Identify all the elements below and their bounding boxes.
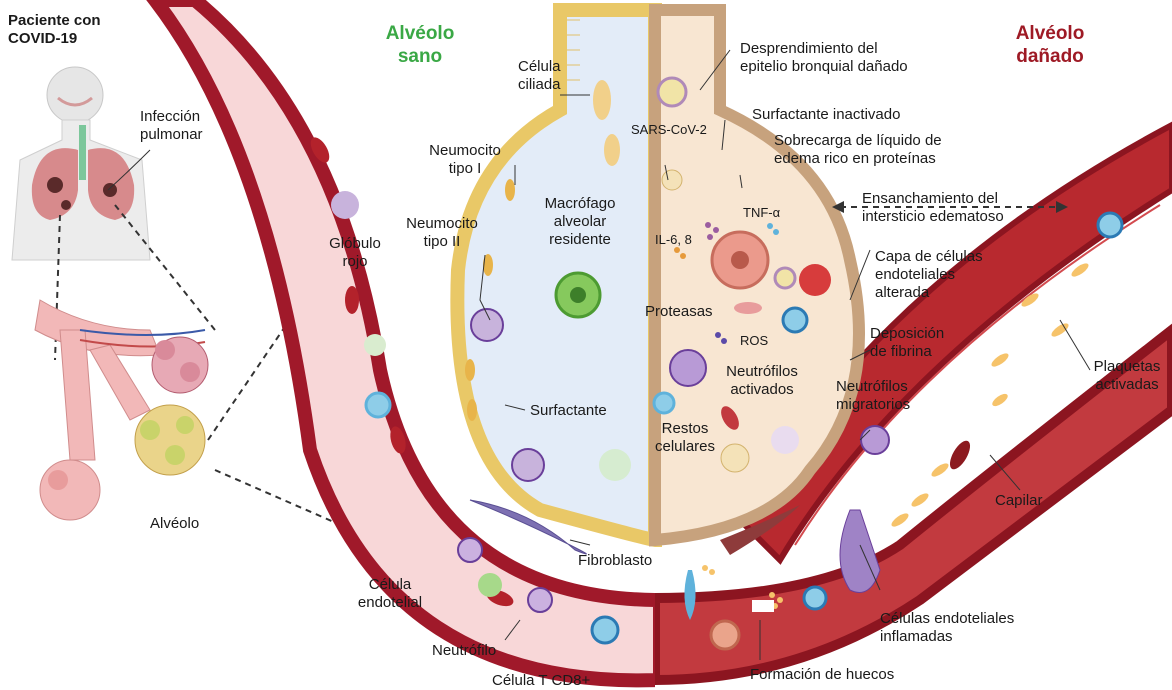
healthy-alveolus-title: Alvéolo sano xyxy=(380,22,460,68)
fibroblast-label: Fibroblasto xyxy=(578,552,652,570)
alveolus-label: Alvéolo xyxy=(150,515,199,533)
surfactant-label: Surfactante xyxy=(530,402,607,420)
pneumocyte-2-label: Neumocito tipo II xyxy=(397,215,487,251)
endothelial-layer-label: Capa de células endoteliales alterada xyxy=(875,248,983,302)
tnf-label: TNF-α xyxy=(743,205,780,221)
epithelium-shedding-label: Desprendimiento del epitelio bronquial d… xyxy=(740,40,908,76)
gaps-label: Formación de huecos xyxy=(750,666,894,684)
migratory-neutrophils-label: Neutrófilos migratorios xyxy=(836,378,910,414)
capillary-label: Capilar xyxy=(995,492,1043,510)
il-label: IL-6, 8 xyxy=(655,232,692,248)
fibrin-label: Deposición de fibrina xyxy=(870,325,944,361)
activated-neutrophils-label: Neutrófilos activados xyxy=(712,363,812,399)
cd8-label: Célula T CD8+ xyxy=(492,672,590,690)
debris-label: Restos celulares xyxy=(645,420,725,456)
red-blood-cell-label: Glóbulo rojo xyxy=(327,235,383,271)
neutrophil-label: Neutrófilo xyxy=(432,642,496,660)
interstitium-label: Ensanchamiento del intersticio edematoso xyxy=(862,190,1004,226)
surfactant-inactivated-label: Surfactante inactivado xyxy=(752,106,900,124)
macrophage-icon xyxy=(556,273,600,317)
proteases-label: Proteasas xyxy=(645,303,713,321)
inflamed-endothelial-label: Células endoteliales inflamadas xyxy=(880,610,1014,646)
sars-label: SARS-CoV-2 xyxy=(631,122,707,138)
patient-label: Paciente con COVID-19 xyxy=(8,12,101,48)
pneumocyte-1-label: Neumocito tipo I xyxy=(420,142,510,178)
ciliated-cell-label: Célula ciliada xyxy=(518,58,561,94)
endothelial-cell-label: Célula endotelial xyxy=(355,576,425,612)
platelets-label: Plaquetas activadas xyxy=(1082,358,1172,394)
alveoli-cluster-icon xyxy=(35,300,208,520)
macrophage-label: Macrófago alveolar residente xyxy=(540,195,620,249)
ros-label: ROS xyxy=(740,333,768,349)
damaged-alveolus-title: Alvéolo dañado xyxy=(1000,22,1100,68)
infection-label: Infección pulmonar xyxy=(140,108,203,144)
edema-label: Sobrecarga de líquido de edema rico en p… xyxy=(774,132,942,168)
